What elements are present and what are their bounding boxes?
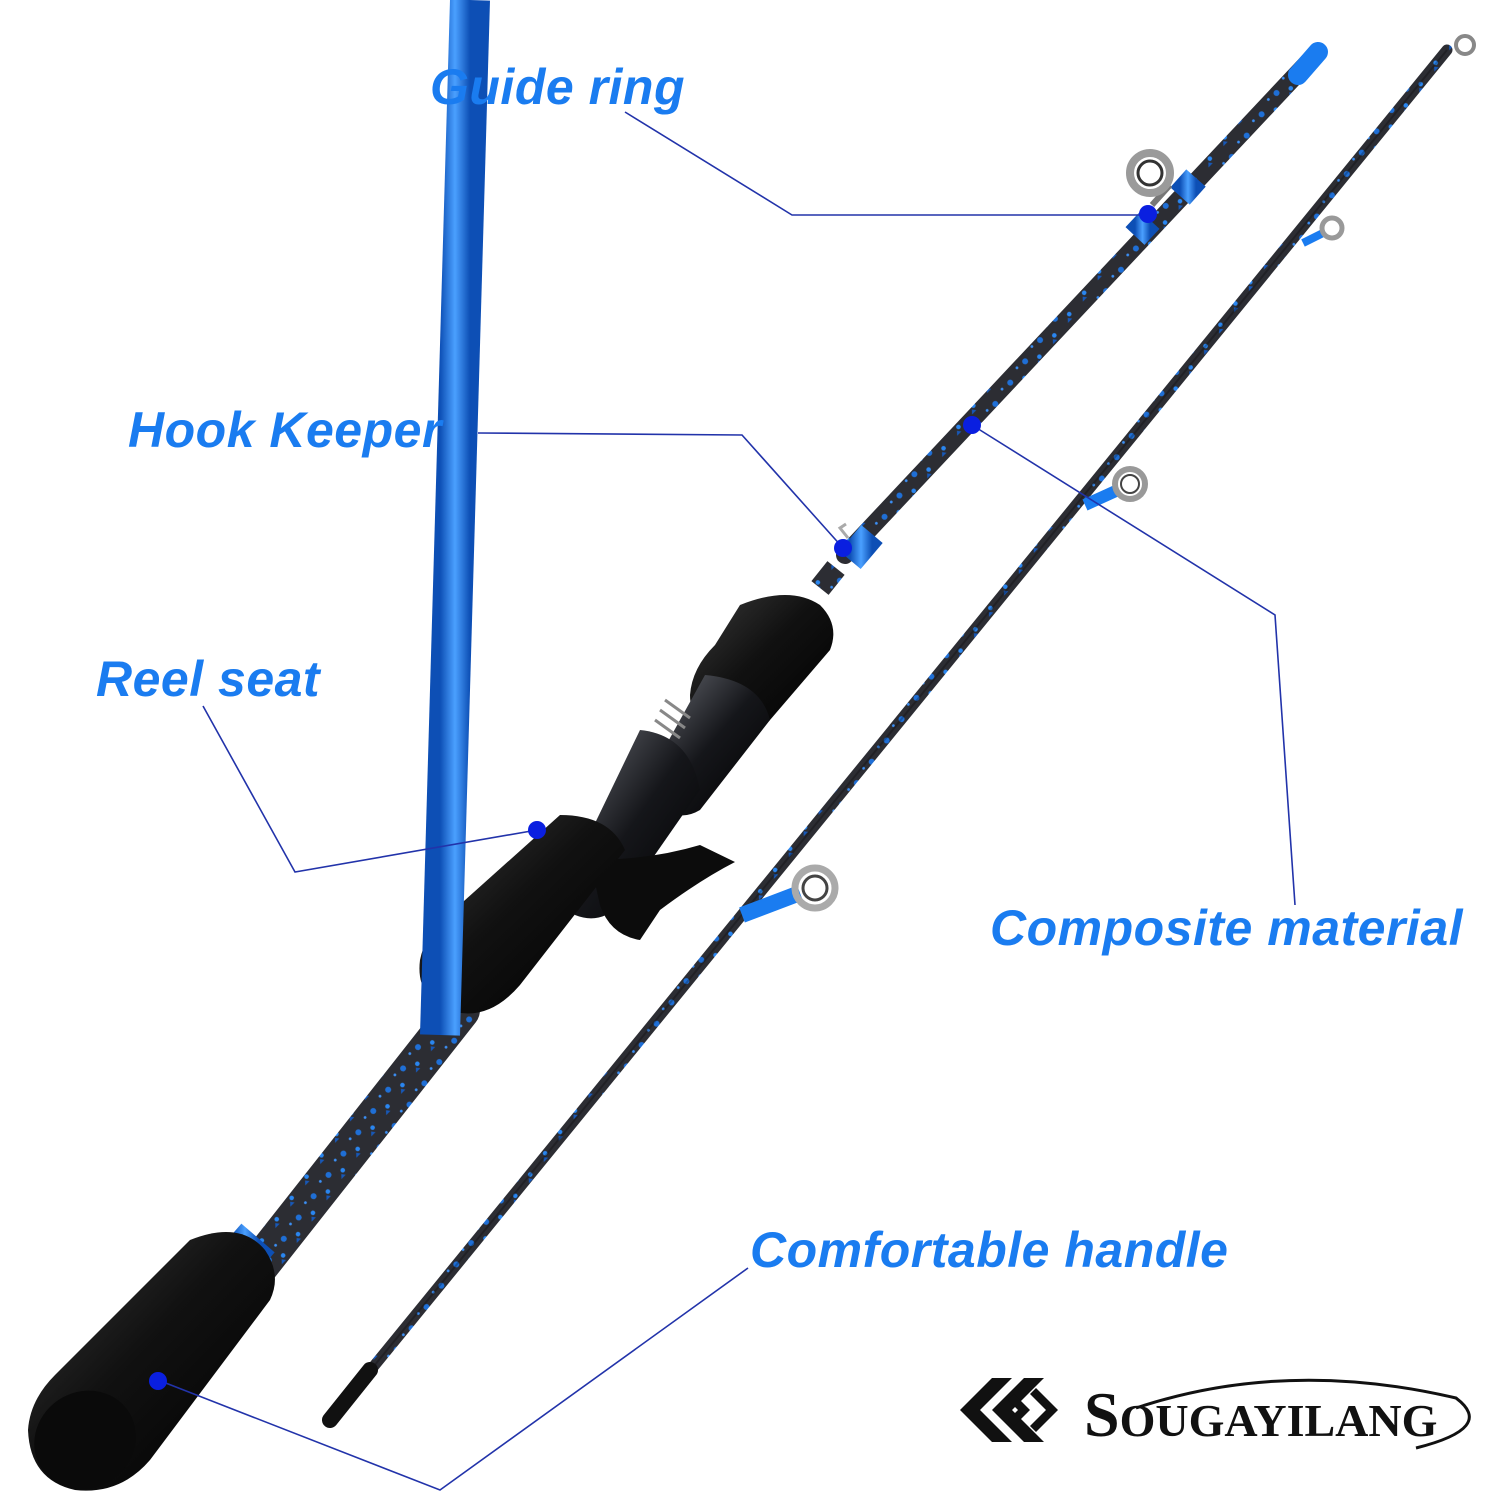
- hook-keeper: [837, 522, 883, 570]
- brand-initial: S: [1084, 1379, 1120, 1450]
- rod-tip-section: [322, 34, 1476, 1428]
- brand-name: SOUGAYILANG: [1084, 1378, 1437, 1452]
- tip-guide-1: [1301, 215, 1345, 247]
- hook-keeper-label: Hook Keeper: [128, 402, 442, 458]
- brand-logo-icon: [960, 1378, 1058, 1442]
- tip-guide-2: [1082, 466, 1148, 511]
- brand-logo: SOUGAYILANG: [952, 1360, 1482, 1460]
- brand-swoosh: [1135, 1378, 1471, 1450]
- composite-material-label: Composite material: [990, 900, 1464, 956]
- brand-rest: OUGAYILANG: [1119, 1395, 1438, 1446]
- comfortable-handle-label: Comfortable handle: [750, 1222, 1229, 1278]
- reel-seat: [566, 675, 770, 940]
- callout-dots: [149, 205, 1157, 1390]
- reel-seat-label: Reel seat: [96, 651, 321, 707]
- tip-top-guide: [1454, 34, 1476, 56]
- guide-ring-label: Guide ring: [430, 59, 685, 115]
- guide-ring: [1126, 149, 1174, 208]
- butt-grip: [28, 1232, 275, 1491]
- rear-grip: [419, 0, 625, 1036]
- callout-leaders: [157, 111, 1296, 1491]
- tip-guide-3: [739, 864, 839, 923]
